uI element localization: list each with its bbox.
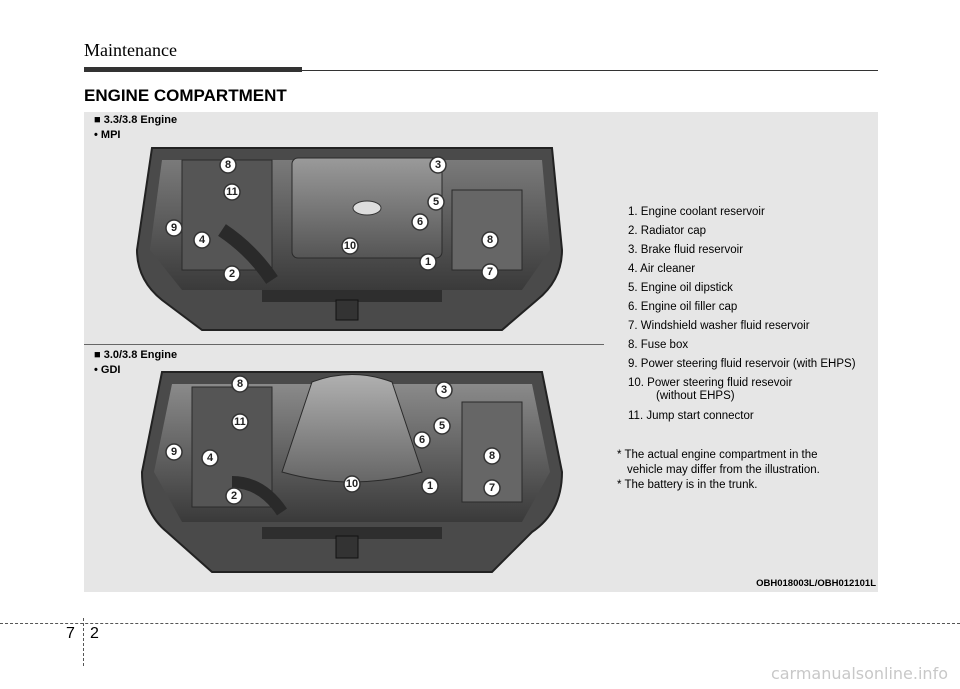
notes: * The actual engine compartment in the v… — [617, 448, 877, 493]
svg-text:8: 8 — [489, 450, 495, 462]
badge-8: 8 — [231, 375, 249, 393]
legend-item: 4. Air cleaner — [628, 263, 696, 275]
svg-text:3: 3 — [441, 384, 447, 396]
badge-4: 4 — [193, 231, 211, 249]
svg-text:8: 8 — [225, 159, 231, 171]
note-1-line-2: vehicle may differ from the illustration… — [627, 464, 820, 476]
engine-a-illustration: 8 11 9 4 2 10 3 5 6 1 8 7 — [135, 147, 564, 331]
badge-1: 1 — [419, 253, 437, 271]
svg-text:8: 8 — [237, 378, 243, 390]
badge-11: 11 — [231, 413, 249, 431]
svg-text:1: 1 — [425, 256, 431, 268]
svg-text:8: 8 — [487, 234, 493, 246]
engine-b-line2: • GDI — [94, 364, 121, 376]
header-rule-thick — [84, 67, 302, 72]
badge-6: 6 — [411, 213, 429, 231]
legend-item: 5. Engine oil dipstick — [628, 282, 733, 294]
svg-text:3: 3 — [435, 159, 441, 171]
legend-item: 3. Brake fluid reservoir — [628, 244, 744, 256]
engine-b-label: ■ 3.0/3.8 Engine • GDI — [94, 348, 177, 378]
svg-text:2: 2 — [229, 268, 235, 280]
badge-6: 6 — [413, 431, 431, 449]
watermark: carmanualsonline.info — [770, 664, 948, 683]
legend-item: 8. Fuse box — [628, 339, 689, 351]
svg-text:5: 5 — [433, 196, 439, 208]
engine-b-line1: ■ 3.0/3.8 Engine — [94, 349, 178, 361]
svg-text:4: 4 — [199, 234, 206, 246]
svg-text:11: 11 — [234, 416, 246, 428]
svg-text:10: 10 — [344, 240, 356, 252]
svg-text:7: 7 — [489, 482, 495, 494]
badge-3: 3 — [429, 156, 447, 174]
chapter-number: 7 — [66, 625, 75, 642]
svg-text:11: 11 — [226, 186, 238, 198]
badge-11: 11 — [223, 183, 241, 201]
badge-9: 9 — [165, 443, 183, 461]
image-caption: OBH018003L/OBH012101L — [756, 578, 876, 589]
engine-a-label: ■ 3.3/3.8 Engine • MPI — [94, 113, 177, 143]
svg-text:1: 1 — [427, 480, 433, 492]
footer-divider — [83, 618, 84, 666]
badge-10: 10 — [341, 237, 359, 255]
badge-9: 9 — [165, 219, 183, 237]
legend-item: 1. Engine coolant reservoir — [628, 206, 765, 218]
legend-item: 6. Engine oil filler cap — [628, 301, 738, 313]
badge-7: 7 — [483, 479, 501, 497]
section-title: Maintenance — [84, 40, 177, 60]
svg-text:6: 6 — [419, 434, 425, 446]
header-rule-thin — [302, 70, 878, 71]
badge-7: 7 — [481, 263, 499, 281]
note-2: * The battery is in the trunk. — [617, 479, 758, 491]
legend-item-continuation: (without EHPS) — [656, 390, 735, 402]
svg-text:5: 5 — [439, 420, 445, 432]
page-heading: ENGINE COMPARTMENT — [84, 86, 287, 105]
legend-item: 10. Power steering fluid resevoir — [628, 377, 793, 389]
engine-a-line2: • MPI — [94, 129, 121, 141]
badge-5: 5 — [427, 193, 445, 211]
badge-8b: 8 — [483, 447, 501, 465]
badge-5: 5 — [433, 417, 451, 435]
badge-10: 10 — [343, 475, 361, 493]
badge-2: 2 — [225, 487, 243, 505]
engine-a-line1: ■ 3.3/3.8 Engine — [94, 114, 178, 126]
legend-item: 9. Power steering fluid reservoir (with … — [628, 358, 856, 370]
badge-8: 8 — [219, 156, 237, 174]
svg-text:9: 9 — [171, 446, 177, 458]
svg-text:7: 7 — [487, 266, 493, 278]
svg-text:4: 4 — [207, 452, 214, 464]
footer-rule — [0, 623, 960, 624]
badge-8b: 8 — [481, 231, 499, 249]
badge-1: 1 — [421, 477, 439, 495]
badge-3: 3 — [435, 381, 453, 399]
engine-b-illustration: 8 11 9 4 2 10 3 5 6 1 8 7 — [140, 371, 564, 573]
badge-2: 2 — [223, 265, 241, 283]
legend-item: 11. Jump start connector — [628, 410, 754, 422]
note-1-line-1: * The actual engine compartment in the — [617, 449, 818, 461]
engine-divider — [84, 344, 604, 345]
legend-item: 7. Windshield washer fluid reservoir — [628, 320, 810, 332]
legend-item: 2. Radiator cap — [628, 225, 706, 237]
svg-text:6: 6 — [417, 216, 423, 228]
svg-text:10: 10 — [346, 478, 358, 490]
component-legend: 1. Engine coolant reservoir 2. Radiator … — [628, 203, 888, 426]
badge-4: 4 — [201, 449, 219, 467]
svg-text:2: 2 — [231, 490, 237, 502]
svg-text:9: 9 — [171, 222, 177, 234]
page-number: 2 — [90, 625, 99, 642]
